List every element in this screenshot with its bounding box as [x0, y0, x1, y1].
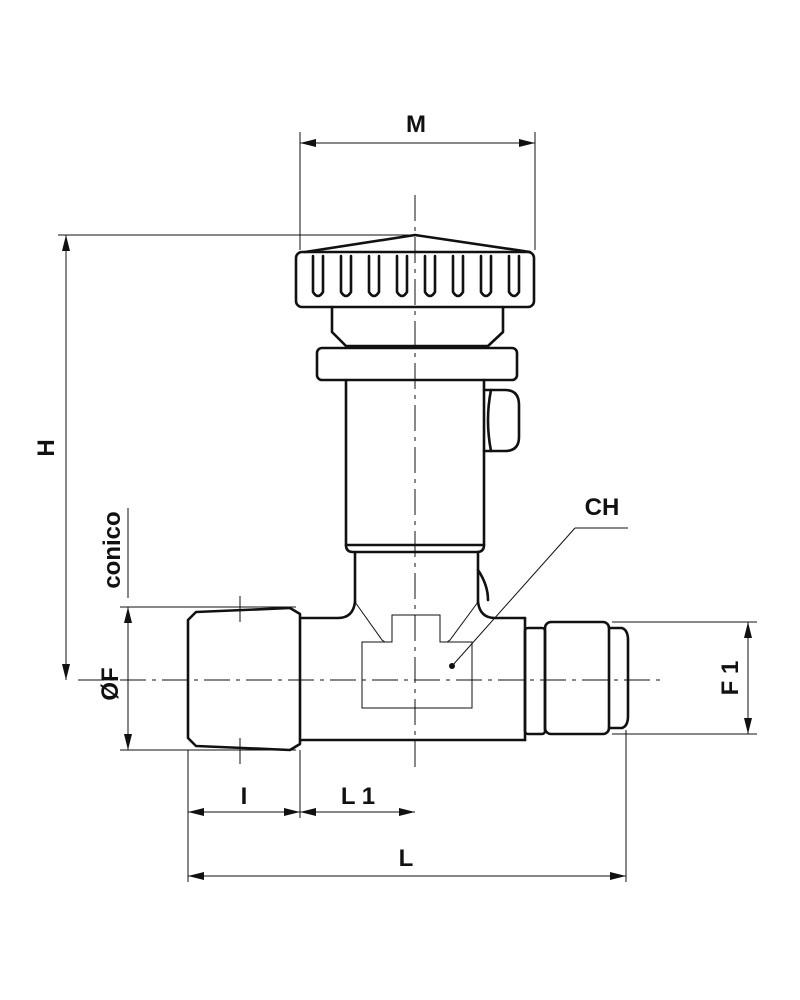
- label-OF: ØF: [97, 667, 124, 700]
- dimension-L1: L 1: [300, 783, 415, 816]
- dimension-F1: F 1: [612, 621, 757, 735]
- label-H: H: [33, 439, 60, 456]
- label-CH: CH: [585, 494, 620, 521]
- dimension-H: H: [33, 234, 415, 680]
- dimension-I: I: [187, 750, 301, 818]
- label-L: L: [399, 845, 414, 872]
- dimension-L: L: [187, 730, 627, 882]
- lock-nut: [315, 346, 519, 382]
- right-fitting: [523, 620, 630, 736]
- valve-tee-body: [300, 600, 527, 742]
- dimension-OF: ØF: [97, 606, 296, 751]
- label-conico: conico: [99, 511, 126, 588]
- valve-bonnet: [344, 378, 521, 604]
- label-F1: F 1: [717, 661, 744, 696]
- label-I: I: [241, 783, 248, 810]
- label-M: M: [406, 111, 426, 138]
- dimension-CH: CH: [449, 494, 628, 669]
- label-L1: L 1: [341, 783, 375, 810]
- center-lines: [78, 195, 660, 770]
- annotation-conico: conico: [99, 508, 129, 598]
- dimension-M: M: [299, 111, 536, 250]
- knob-grip-ribs: [311, 254, 521, 298]
